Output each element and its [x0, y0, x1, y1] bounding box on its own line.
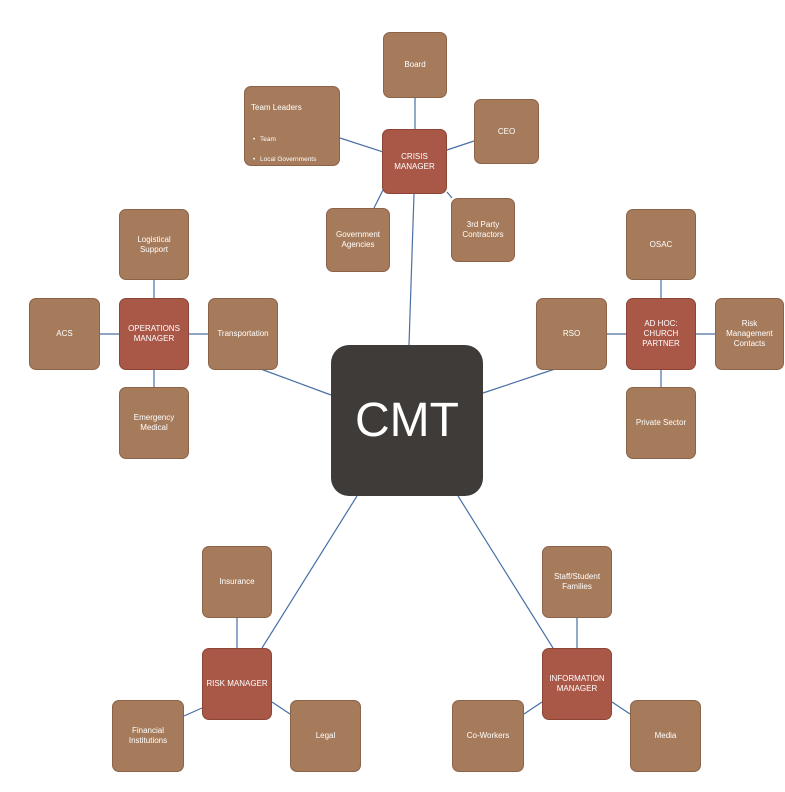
acs-label: ACS — [56, 329, 73, 338]
connector-crisis-third-party — [446, 191, 453, 199]
financial-institutions-node: Financial Institutions — [112, 700, 184, 772]
legal-node: Legal — [290, 700, 361, 772]
team-leaders-item: Team — [253, 135, 333, 145]
information-manager-label: INFORMATION MANAGER — [549, 674, 605, 693]
board-label: Board — [404, 60, 426, 69]
acs-node: ACS — [29, 298, 100, 370]
co-workers-node: Co-Workers — [452, 700, 524, 772]
insurance-label: Insurance — [219, 577, 255, 586]
connector-cmt-risk — [261, 495, 358, 649]
church-partner-manager-node: AD HOC: CHURCH PARTNER — [626, 298, 696, 370]
emergency-medical-node: Emergency Medical — [119, 387, 189, 459]
media-node: Media — [630, 700, 701, 772]
connector-information-media — [611, 701, 631, 715]
board-node: Board — [383, 32, 447, 98]
crisis-manager-node: CRISIS MANAGER — [382, 129, 447, 194]
crisis-manager-label: CRISIS MANAGER — [394, 151, 435, 171]
connector-crisis-government — [373, 189, 384, 209]
media-label: Media — [654, 731, 677, 740]
private-sector-label: Private Sector — [635, 418, 687, 427]
connector-crisis-ceo — [446, 140, 475, 151]
transportation-label: Transportation — [217, 329, 269, 338]
church-partner-manager-label: AD HOC: CHURCH PARTNER — [642, 319, 680, 348]
connector-cmt-crisis — [408, 193, 415, 346]
connector-cmt-information — [457, 495, 554, 649]
risk-management-contacts-label: Risk Management Contacts — [726, 319, 773, 348]
cmt-center-node: CMT — [331, 345, 483, 496]
government-agencies-label: Government Agencies — [335, 230, 381, 249]
team-leaders-node: Team Leaders Team Local Governments Cons… — [244, 86, 340, 183]
connector-cmt-church — [482, 367, 559, 394]
connector-cmt-operations — [257, 367, 332, 396]
information-manager-node: INFORMATION MANAGER — [542, 648, 612, 720]
emergency-medical-label: Emergency Medical — [133, 413, 175, 432]
government-agencies-node: Government Agencies — [326, 208, 390, 272]
risk-manager-node: RISK MANAGER — [202, 648, 272, 720]
logistical-support-label: Logistical Support — [137, 234, 171, 254]
osac-node: OSAC — [626, 209, 696, 280]
ceo-label: CEO — [497, 126, 516, 136]
ceo-node: CEO — [474, 99, 539, 164]
team-leaders-list: Team Local Governments Consulate — [251, 125, 333, 194]
staff-student-families-node: Staff/Student Families — [542, 546, 612, 618]
legal-label: Legal — [315, 731, 336, 740]
connector-information-coworkers — [523, 701, 543, 715]
connector-risk-financial — [183, 707, 203, 717]
logistical-support-node: Logistical Support — [119, 209, 189, 280]
financial-institutions-label: Financial Institutions — [128, 726, 168, 745]
connector-risk-legal — [271, 701, 291, 715]
team-leaders-item: Consulate — [253, 174, 333, 184]
co-workers-label: Co-Workers — [466, 731, 510, 740]
private-sector-node: Private Sector — [626, 387, 696, 459]
third-party-contractors-label: 3rd Party Contractors — [462, 220, 504, 239]
risk-management-contacts-node: Risk Management Contacts — [715, 298, 784, 370]
staff-student-families-label: Staff/Student Families — [553, 572, 601, 591]
risk-manager-label: RISK MANAGER — [206, 679, 268, 688]
third-party-contractors-node: 3rd Party Contractors — [451, 198, 515, 262]
team-leaders-item: Local Governments — [253, 155, 333, 165]
insurance-node: Insurance — [202, 546, 272, 618]
cmt-label: CMT — [355, 393, 459, 447]
connector-crisis-team-leaders — [339, 137, 384, 153]
rso-node: RSO — [536, 298, 607, 370]
operations-manager-label: OPERATIONS MANAGER — [128, 324, 180, 343]
osac-label: OSAC — [649, 239, 673, 249]
team-leaders-title: Team Leaders — [251, 103, 302, 112]
operations-manager-node: OPERATIONS MANAGER — [119, 298, 189, 370]
transportation-node: Transportation — [208, 298, 278, 370]
rso-label: RSO — [562, 329, 581, 338]
